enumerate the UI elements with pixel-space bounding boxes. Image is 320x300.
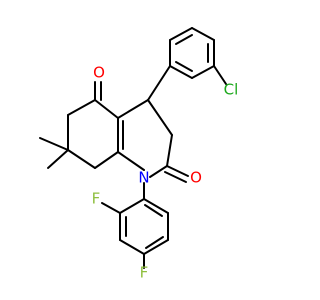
double-bond-inner <box>144 204 163 217</box>
c-cl-bond <box>213 65 227 85</box>
bond <box>169 27 193 41</box>
bond <box>67 99 96 116</box>
double-bond-inner <box>175 34 193 45</box>
bond <box>119 198 145 214</box>
structure-svg: Cl O O N F F <box>39 27 239 282</box>
bond <box>191 27 215 41</box>
bond-aryl-c4 <box>147 65 171 101</box>
bond <box>169 65 193 79</box>
fluorine-label: F <box>92 190 101 208</box>
bond <box>166 134 173 167</box>
c2-carbonyl-double <box>164 171 187 183</box>
oxygen-label: O <box>190 169 202 187</box>
fluorine-label: F <box>140 264 149 282</box>
bond <box>94 99 119 119</box>
bond <box>143 198 169 214</box>
quinolinedione-core <box>39 65 189 183</box>
bond <box>117 99 149 119</box>
bond <box>117 151 145 171</box>
oxygen-label: O <box>93 64 105 82</box>
difluorophenyl-ring <box>119 198 169 255</box>
bond-c2-n <box>149 165 168 178</box>
nitrogen-label: N <box>138 169 149 187</box>
molecule-diagram: Cl O O N F F <box>39 27 239 282</box>
bond <box>67 149 96 169</box>
bond <box>94 151 119 169</box>
methyl-bond <box>39 137 69 151</box>
bond <box>191 65 215 79</box>
bond <box>119 239 145 255</box>
double-bond-inner <box>145 236 164 249</box>
c2-carbonyl <box>166 165 189 177</box>
double-bond-inner <box>175 61 193 72</box>
bond <box>143 239 169 255</box>
bond <box>147 99 173 136</box>
methyl-bond <box>47 149 69 169</box>
c-f-bond <box>101 202 121 214</box>
chlorine-label: Cl <box>224 81 239 99</box>
chlorophenyl-ring <box>169 27 215 79</box>
